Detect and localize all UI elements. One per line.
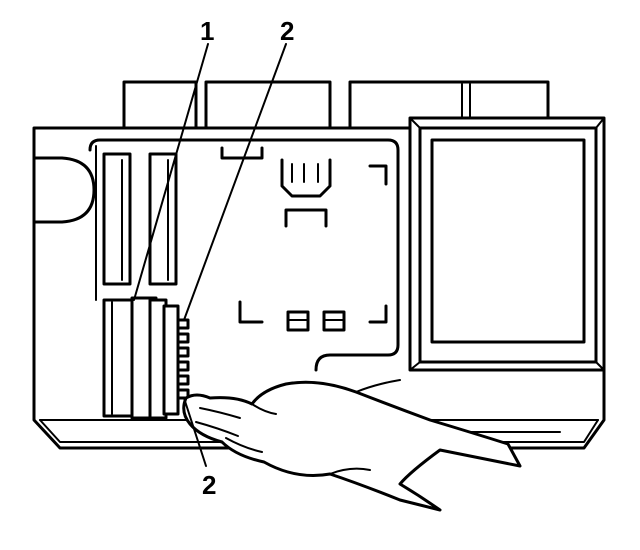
terminal-clips — [220, 146, 388, 332]
right-cover-window — [408, 116, 606, 372]
relay-component — [102, 296, 180, 420]
callout-label-2-top: 2 — [280, 16, 294, 46]
relay-pins — [176, 318, 190, 400]
callout-label-1: 1 — [200, 16, 214, 46]
upper-relay-slots — [102, 152, 178, 286]
left-latch-bump — [32, 156, 96, 224]
callout-leaders — [133, 43, 287, 467]
callout-label-2-bottom: 2 — [202, 470, 216, 500]
hand-illustration — [182, 379, 522, 512]
inner-panel-outline — [88, 138, 400, 372]
